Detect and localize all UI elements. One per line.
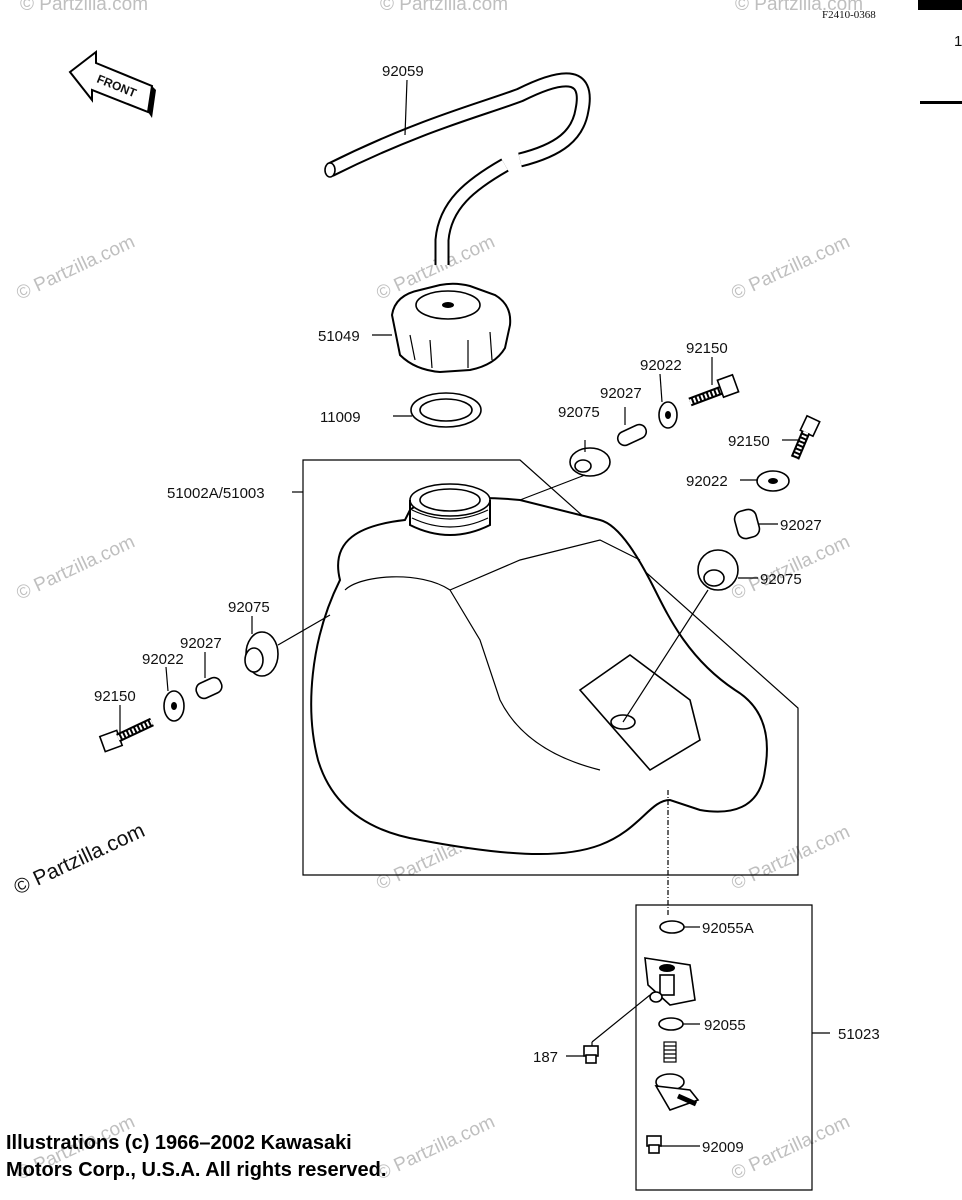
watermark-text: © Partzilla.com [728, 1111, 853, 1184]
bolt-right [790, 414, 821, 460]
label-92055: 92055 [704, 1017, 746, 1034]
label-92075-top: 92075 [558, 404, 600, 421]
bolt-top [688, 373, 740, 407]
collar-top [616, 423, 648, 447]
label-92075-left: 92075 [228, 599, 270, 616]
o-ring-a [659, 920, 685, 934]
watermark-text: © Partzilla.com [10, 819, 148, 900]
washer-left [163, 690, 185, 722]
ref-code: F2410-0368 [822, 9, 876, 21]
copyright-line-1: Illustrations (c) 1966–2002 Kawasaki [6, 1132, 352, 1154]
watermark-text: © Partzilla.com [373, 1111, 498, 1184]
watermark-text: © Partzilla.com [728, 231, 853, 304]
label-92009: 92009 [702, 1139, 744, 1156]
leader-line [277, 614, 331, 646]
leader-line [165, 666, 169, 692]
front-arrow-icon: FRONT [68, 49, 156, 118]
collar-left [195, 676, 223, 700]
page-edge-mark [918, 0, 962, 10]
label-92059: 92059 [382, 63, 424, 80]
label-92022-left: 92022 [142, 651, 184, 668]
fuel-cock-group-frame [635, 904, 813, 1191]
fuel-cock-body [644, 957, 696, 1006]
grommet-right [697, 549, 739, 591]
fuel-cap [390, 282, 512, 374]
cap-gasket [410, 392, 482, 428]
label-92027-top: 92027 [600, 385, 642, 402]
leader-line [659, 373, 663, 403]
washer-right [756, 470, 790, 492]
label-92022-right: 92022 [686, 473, 728, 490]
watermark-text: © Partzilla.com [20, 0, 148, 15]
bolt-left [98, 717, 154, 753]
page-marker: 1 [954, 33, 962, 50]
label-92150-right: 92150 [728, 433, 770, 450]
label-92075-right: 92075 [760, 571, 802, 588]
label-187: 187 [533, 1049, 558, 1066]
o-ring [658, 1017, 684, 1031]
label-51049: 51049 [318, 328, 360, 345]
label-51002a-51003: 51002A/51003 [167, 485, 265, 502]
watermark-text: © Partzilla.com [728, 531, 853, 604]
tank-group-frame [302, 459, 799, 876]
watermark-text: © Partzilla.com [13, 531, 138, 604]
grommet-top [569, 447, 611, 477]
grommet-left [244, 631, 279, 677]
leader-line [519, 474, 586, 501]
leader-line [404, 79, 408, 136]
watermark-text: © Partzilla.com [380, 0, 508, 15]
leader-line [622, 589, 709, 723]
label-92150-left: 92150 [94, 688, 136, 705]
label-51023: 51023 [838, 1026, 880, 1043]
screw-92009 [646, 1135, 662, 1154]
spring [663, 1041, 677, 1063]
page-edge-mark [920, 101, 962, 104]
fuel-tank [310, 483, 768, 856]
label-92022-top: 92022 [640, 357, 682, 374]
label-11009: 11009 [320, 409, 361, 426]
watermark-text: © Partzilla.com [728, 821, 853, 894]
washer-top [658, 401, 678, 429]
watermark-text: © Partzilla.com [735, 0, 863, 15]
label-92027-left: 92027 [180, 635, 222, 652]
copyright-line-2: Motors Corp., U.S.A. All rights reserved… [6, 1159, 387, 1181]
watermark-text: © Partzilla.com [13, 231, 138, 304]
lever [654, 1073, 700, 1111]
label-92055a: 92055A [702, 920, 754, 937]
label-92150-top: 92150 [686, 340, 728, 357]
screw-187 [583, 1045, 599, 1064]
label-92027-right: 92027 [780, 517, 822, 534]
breather-hose [324, 72, 591, 265]
collar-right [733, 508, 761, 540]
copyright-notice: Illustrations (c) 1966–2002 Kawasaki Mot… [6, 1130, 386, 1184]
leader-line [591, 994, 651, 1043]
